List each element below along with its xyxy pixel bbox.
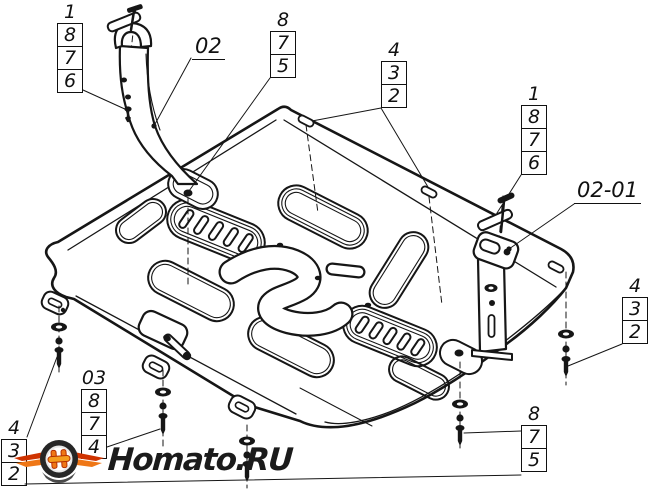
callout-cell: 5 (270, 55, 296, 78)
callout-cell: 2 (381, 85, 407, 108)
callout-cell: 7 (81, 413, 107, 436)
callout-cell: 8 (81, 390, 107, 413)
mount-tab (227, 394, 257, 420)
part-label-02-01: 02-01 (574, 180, 642, 204)
bracket-rear-pad (438, 338, 484, 376)
bracket-02 (106, 4, 199, 186)
callout-cell: 2 (1, 463, 27, 486)
callout-top-number: 4 (622, 276, 648, 298)
site-logo: Homato.RU (12, 436, 294, 484)
callout-top-number: 4 (381, 40, 407, 62)
callout-cell: 7 (270, 32, 296, 55)
bracket-03 (137, 309, 192, 361)
mount-tab (141, 354, 171, 380)
callout-cell: 6 (57, 70, 83, 93)
fastener-chains (51, 322, 574, 482)
callout-cell: 7 (521, 426, 547, 449)
callout-cell: 3 (622, 298, 648, 321)
callout-cell: 6 (521, 152, 547, 175)
oval-hole (368, 231, 430, 309)
bracket-02-01 (471, 192, 520, 361)
oval-hole (388, 355, 450, 401)
callout-cell: 3 (1, 440, 27, 463)
callout-cell: 2 (622, 321, 648, 344)
callout-top-number: 8 (521, 404, 547, 426)
callout-cell: 8 (57, 24, 83, 47)
part-label-02: 02 (192, 36, 225, 60)
callout-top-number: 1 (57, 2, 83, 24)
logo-badge (14, 440, 104, 483)
callout-cell: 3 (381, 62, 407, 85)
callout-cell: 5 (521, 449, 547, 472)
flange-slot (297, 114, 565, 274)
side-bolt (124, 106, 132, 123)
meander-cutout (218, 242, 372, 337)
callout-top-number: 8 (270, 10, 296, 32)
oval-hole (277, 184, 369, 250)
callout-cell: 8 (521, 106, 547, 129)
callout-top-number: 4 (1, 418, 27, 440)
vent-oval-upper (166, 198, 266, 264)
callout-top-number: 03 (81, 367, 107, 390)
leader-lines (24, 57, 623, 485)
oval-hole (115, 197, 167, 245)
callout-top-number: 1 (521, 84, 547, 106)
callout-cell: 7 (521, 129, 547, 152)
logo-text: Homato.RU (106, 442, 294, 478)
oval-hole (147, 259, 235, 323)
callout-cell: 7 (57, 47, 83, 70)
vent-oval-lower (342, 304, 438, 368)
